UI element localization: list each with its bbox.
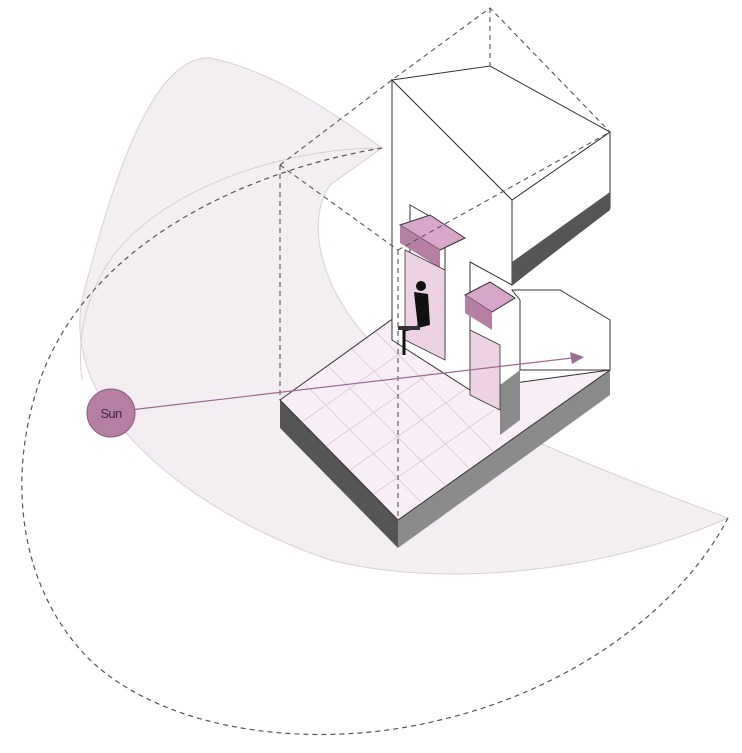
right-side-wall-top [512, 290, 610, 370]
sun: Sun [87, 389, 135, 437]
sun-label: Sun [100, 406, 122, 421]
